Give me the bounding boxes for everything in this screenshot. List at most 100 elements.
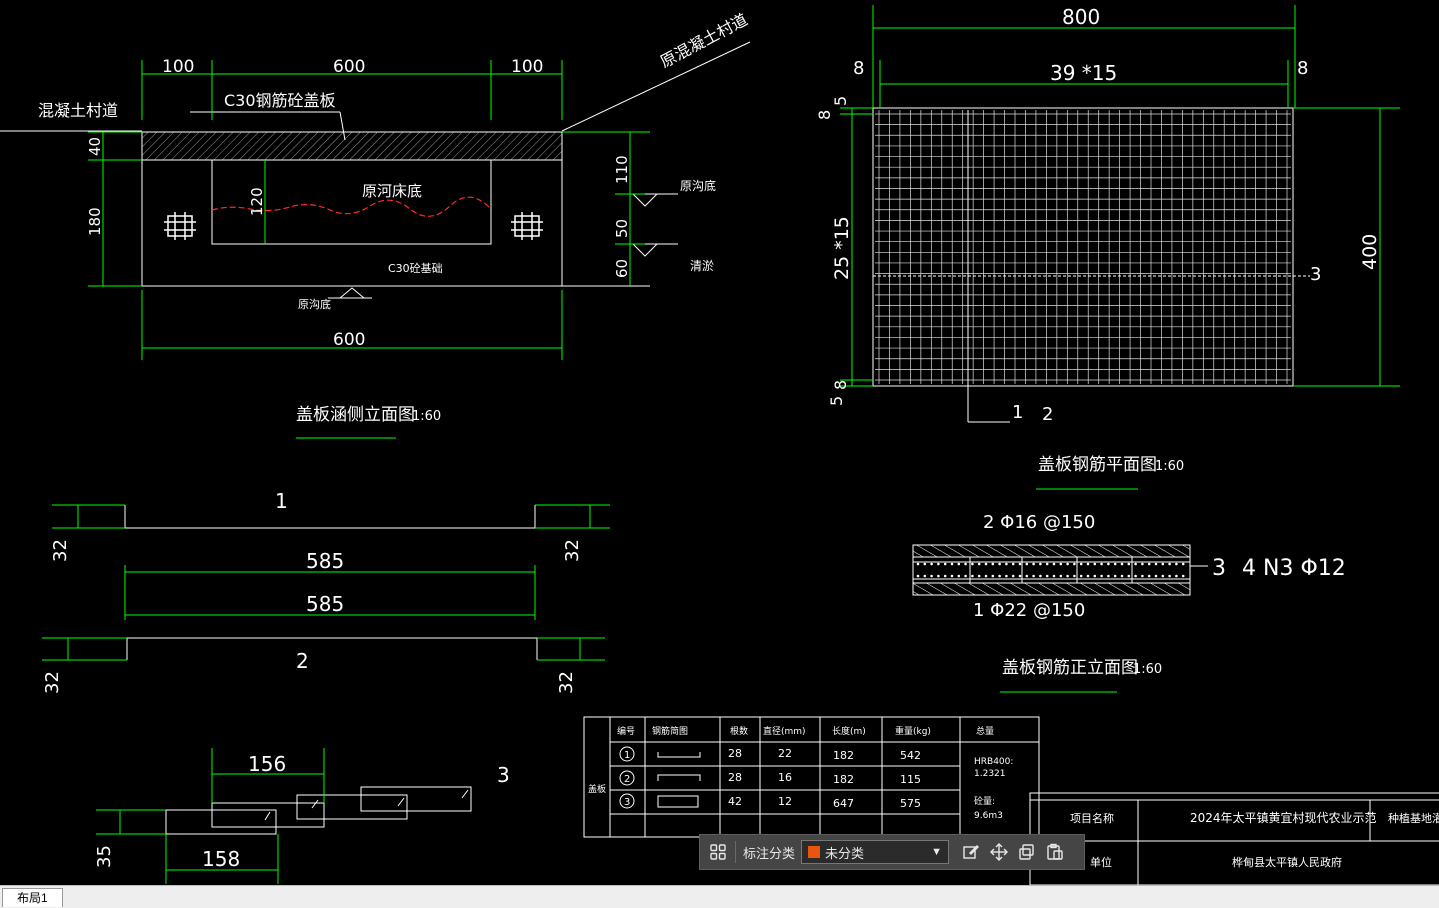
plan-callout-1: 1 bbox=[1012, 402, 1023, 423]
row3-weight: 575 bbox=[900, 797, 921, 810]
plan-view-scale: 1:60 bbox=[1155, 459, 1184, 474]
front-view-scale: 1:60 bbox=[1133, 662, 1162, 677]
dim-plan-width: 800 bbox=[1062, 5, 1100, 29]
dim-plan-grid-x: 39 *15 bbox=[1050, 61, 1117, 85]
label-cleanup: 清淤 bbox=[690, 259, 714, 273]
row3-dia: 12 bbox=[778, 795, 792, 808]
annotation-toolbar: 标注分类 未分类 ▼ bbox=[699, 834, 1085, 870]
cad-drawing-canvas[interactable]: 混凝土村道 原混凝土村道 C30钢筋砼盖板 原河床底 C30砼基础 原沟底 bbox=[0, 0, 1439, 885]
toolbar-separator bbox=[735, 841, 736, 863]
dim-bottom: 600 bbox=[333, 330, 365, 350]
dim-plan-bottom-small-1: 5 bbox=[827, 396, 846, 406]
title-project-extra: 种植基地灌溉渠 bbox=[1388, 811, 1439, 825]
bar3-label: 3 bbox=[497, 763, 510, 787]
table-header-dia: 直径(mm) bbox=[763, 725, 806, 737]
row2-weight: 115 bbox=[900, 773, 921, 786]
title-project-label: 项目名称 bbox=[1070, 811, 1114, 825]
table-header-count: 根数 bbox=[730, 725, 748, 737]
row3-count: 42 bbox=[728, 795, 742, 808]
dim-top-2: 600 bbox=[333, 57, 365, 77]
row1-len: 182 bbox=[833, 749, 854, 762]
label-riverbed: 原河床底 bbox=[362, 182, 422, 200]
paste-icon[interactable] bbox=[1041, 838, 1069, 866]
edit-icon[interactable] bbox=[957, 838, 985, 866]
row1-dia: 22 bbox=[778, 747, 792, 760]
front-bar-3: 3 bbox=[1212, 556, 1226, 581]
culvert-body bbox=[141, 159, 563, 287]
dim-plan-height: 400 bbox=[1359, 234, 1381, 270]
rebar-symbol-right bbox=[511, 212, 543, 240]
grid-icon[interactable] bbox=[704, 838, 732, 866]
culvert-opening bbox=[211, 159, 492, 245]
dim-right-2: 50 bbox=[613, 219, 631, 238]
dim-left-1: 40 bbox=[86, 137, 104, 156]
table-header-no: 编号 bbox=[617, 725, 635, 737]
riverbed-line bbox=[211, 196, 492, 217]
row1-weight: 542 bbox=[900, 749, 921, 762]
row2-no: 2 bbox=[624, 774, 630, 785]
move-icon[interactable] bbox=[985, 838, 1013, 866]
label-slab: C30钢筋砼盖板 bbox=[224, 91, 336, 110]
category-color-swatch bbox=[808, 846, 821, 858]
label-existing-road: 原混凝土村道 bbox=[657, 10, 751, 72]
table-total-3: 砼量: bbox=[974, 795, 995, 807]
label-road: 混凝土村道 bbox=[38, 101, 118, 120]
table-total-2: 1.2321 bbox=[974, 769, 1006, 779]
tab-layout-1[interactable]: 布局1 bbox=[2, 888, 63, 907]
dim-right-3: 60 bbox=[613, 259, 631, 278]
rebar-plan-view: 800 39 *15 8 8 8 5 5 8 25 *15 400 3 1 2 … bbox=[815, 5, 1400, 490]
bar3-bottom: 158 bbox=[202, 847, 240, 871]
side-elevation-view: 混凝土村道 原混凝土村道 C30钢筋砼盖板 原河床底 C30砼基础 原沟底 bbox=[0, 10, 751, 439]
row3-no: 3 bbox=[624, 797, 630, 808]
side-view-scale: 1:60 bbox=[412, 409, 441, 424]
dim-plan-top-small-2: 5 bbox=[831, 96, 850, 106]
front-bar-1: 1 Φ22 @150 bbox=[973, 600, 1085, 621]
row1-count: 28 bbox=[728, 747, 742, 760]
copy-icon[interactable] bbox=[1013, 838, 1041, 866]
bar2-hook-left: 32 bbox=[42, 671, 63, 694]
bar2-length: 585 bbox=[306, 592, 344, 616]
row1-no: 1 bbox=[624, 750, 630, 761]
table-total-1: HRB400: bbox=[974, 757, 1013, 767]
dim-plan-bottom-small-2: 8 bbox=[831, 380, 850, 390]
plan-outline bbox=[872, 107, 1294, 387]
bar3-side: 35 bbox=[94, 845, 115, 868]
title-unit-label: 单位 bbox=[1090, 855, 1112, 869]
bar1-label: 1 bbox=[275, 489, 288, 513]
dim-right-1: 110 bbox=[613, 155, 631, 184]
cover-slab bbox=[141, 131, 563, 161]
bar2-hook-right: 32 bbox=[556, 671, 577, 694]
title-project-value: 2024年太平镇黄宜村现代农业示范 bbox=[1190, 810, 1377, 825]
dim-top-3: 100 bbox=[511, 57, 543, 77]
chevron-down-icon: ▼ bbox=[931, 846, 943, 858]
dim-top-1: 100 bbox=[162, 57, 194, 77]
title-block: 项目名称 2024年太平镇黄宜村现代农业示范 种植基地灌溉渠 单位 桦甸县太平镇… bbox=[1029, 792, 1439, 885]
row2-dia: 16 bbox=[778, 771, 792, 784]
dim-plan-edge-left: 8 bbox=[853, 58, 864, 79]
bar1-hook-right: 32 bbox=[562, 539, 583, 562]
bar2-label: 2 bbox=[296, 649, 309, 673]
rebar-table: 盖板 编号 钢筋简图 根数 直径(mm) 长度(m) 重量(kg) 总量 1 2… bbox=[583, 716, 1040, 838]
front-bar-4: 4 N3 Φ12 bbox=[1242, 556, 1346, 581]
table-header-total: 总量 bbox=[976, 725, 994, 737]
toolbar-label: 标注分类 bbox=[743, 845, 796, 861]
front-view-title: 盖板钢筋正立面图 bbox=[1002, 658, 1138, 678]
plan-callout-3: 3 bbox=[1310, 264, 1321, 285]
plan-view-title: 盖板钢筋平面图 bbox=[1038, 455, 1157, 475]
table-header-sketch: 钢筋简图 bbox=[652, 725, 688, 737]
bar3-top: 156 bbox=[248, 752, 286, 776]
dim-left-2: 180 bbox=[86, 207, 104, 236]
table-side-label: 盖板 bbox=[588, 783, 606, 795]
label-river-bottom: 原沟底 bbox=[298, 297, 331, 311]
rebar-front-view: 2 Φ16 @150 1 Φ22 @150 3 4 N3 Φ12 盖板钢筋正立面… bbox=[912, 512, 1346, 693]
dim-plan-edge-right: 8 bbox=[1297, 58, 1308, 79]
table-header-weight: 重量(kg) bbox=[895, 725, 931, 737]
bar1-length: 585 bbox=[306, 549, 344, 573]
row2-len: 182 bbox=[833, 773, 854, 786]
category-dropdown[interactable]: 未分类 ▼ bbox=[801, 840, 950, 864]
dim-plan-top-small-1: 8 bbox=[815, 110, 834, 120]
label-cleanup-top: 原沟底 bbox=[680, 178, 716, 193]
front-bar-2: 2 Φ16 @150 bbox=[983, 512, 1095, 533]
plan-callout-2: 2 bbox=[1042, 404, 1053, 425]
row2-count: 28 bbox=[728, 771, 742, 784]
